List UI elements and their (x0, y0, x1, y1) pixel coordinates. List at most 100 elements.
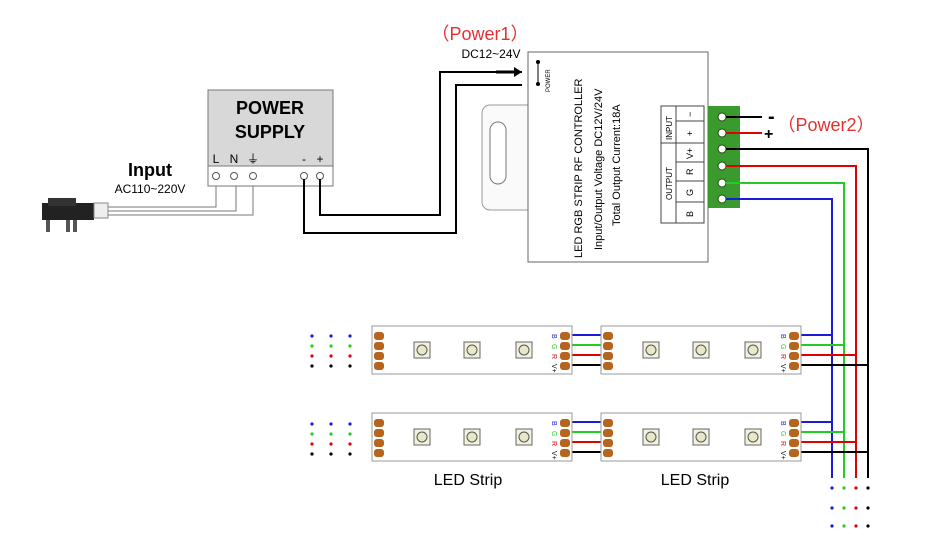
strip-pad (789, 332, 799, 340)
dot (310, 432, 314, 436)
strip-pad (603, 449, 613, 457)
dot (348, 364, 352, 368)
dot (329, 432, 333, 436)
dot (830, 524, 834, 528)
strip-pad (374, 419, 384, 427)
strip-pin-label: B (779, 334, 786, 339)
strip-pin-label: G (550, 344, 557, 349)
input-plus-cell: + (685, 131, 695, 136)
led-chip (642, 341, 660, 359)
controller-terminal-block (708, 106, 740, 208)
strip-pin-label: V+ (779, 451, 786, 460)
controller-box (481, 51, 709, 263)
bus-continuation-dots (830, 486, 870, 528)
strip-pin-label: G (779, 431, 786, 436)
strip-label-left: LED Strip (434, 472, 503, 489)
led-chip (413, 341, 431, 359)
strip-pad (560, 332, 570, 340)
row2-jumper-wires (570, 421, 604, 453)
power2-minus: - (768, 106, 775, 128)
strip-pad (603, 429, 613, 437)
led-chip (692, 428, 710, 446)
strip-label-right: LED Strip (661, 472, 730, 489)
power2-wires (726, 116, 762, 134)
psu-terminal-minus: - (302, 152, 306, 166)
psu-terminal-plus: + (316, 152, 323, 166)
input-header: INPUT (665, 116, 674, 140)
dot (348, 432, 352, 436)
dot (866, 506, 870, 510)
strip-pad (560, 342, 570, 350)
led-chip (744, 341, 762, 359)
dot (310, 344, 314, 348)
input-minus-cell: − (685, 112, 695, 117)
dot (310, 364, 314, 368)
continuation-dots (310, 422, 352, 456)
dot (329, 344, 333, 348)
strip-pin-label: V+ (550, 451, 557, 460)
strip-pad (560, 439, 570, 447)
strip-pin-label: R (550, 441, 557, 446)
dot (348, 442, 352, 446)
dot (310, 354, 314, 358)
dot (348, 344, 352, 348)
dot (310, 422, 314, 426)
strip-pin-label: G (550, 431, 557, 436)
dot (348, 422, 352, 426)
mains-plug (42, 198, 109, 232)
dot (310, 452, 314, 456)
strip-pad (374, 449, 384, 457)
strip-pad (560, 429, 570, 437)
dot (329, 452, 333, 456)
dot (348, 334, 352, 338)
power2-label: （Power2） (777, 115, 874, 135)
strip-pad (374, 362, 384, 370)
strip-pad (374, 342, 384, 350)
led-strip-segment: BGR V+ (371, 412, 573, 462)
controller-power-port-label: POWER (546, 69, 552, 92)
controller-text-3: Total Output Current:18A (611, 104, 623, 226)
dot (854, 524, 858, 528)
dc-voltage-label: DC12~24V (461, 47, 520, 61)
led-chip (515, 428, 533, 446)
strip-pad (603, 439, 613, 447)
output-bus-wires (726, 148, 869, 478)
power1-label: （Power1） (431, 24, 528, 44)
controller-terminal-table (660, 105, 705, 224)
strip-pin-label: B (550, 421, 557, 426)
dot (329, 364, 333, 368)
dot (329, 442, 333, 446)
dot (866, 524, 870, 528)
strip-pad (374, 352, 384, 360)
strip-pad (789, 352, 799, 360)
output-r-cell: R (685, 168, 695, 175)
led-chip (463, 428, 481, 446)
dot (830, 486, 834, 490)
strip-pin-label: V+ (779, 364, 786, 373)
strip-pad (560, 362, 570, 370)
dot (854, 486, 858, 490)
controller-text-1: LED RGB STRIP RF CONTROLLER (573, 78, 585, 258)
power-supply-title-1: POWER (236, 98, 304, 118)
dot (329, 354, 333, 358)
power-supply-box (207, 89, 334, 187)
strip-pin-label: R (550, 354, 557, 359)
strip-pin-label: B (550, 334, 557, 339)
dc-input-arrow (496, 67, 522, 77)
strip-pad (560, 419, 570, 427)
dot (830, 506, 834, 510)
strip-pad (603, 352, 613, 360)
psu-screw-terminals (212, 172, 324, 180)
strip-pad (789, 419, 799, 427)
row1-bus-wires (800, 334, 868, 366)
dot (329, 422, 333, 426)
psu-terminal-n: N (230, 152, 239, 166)
psu-terminal-l: L (213, 152, 220, 166)
strip-pad (560, 352, 570, 360)
input-title: Input (128, 160, 172, 180)
output-b-cell: B (685, 211, 695, 217)
strip-pad (603, 332, 613, 340)
strip-pin-label: R (779, 354, 786, 359)
row2-bus-wires (800, 421, 868, 453)
strip-pad (374, 429, 384, 437)
